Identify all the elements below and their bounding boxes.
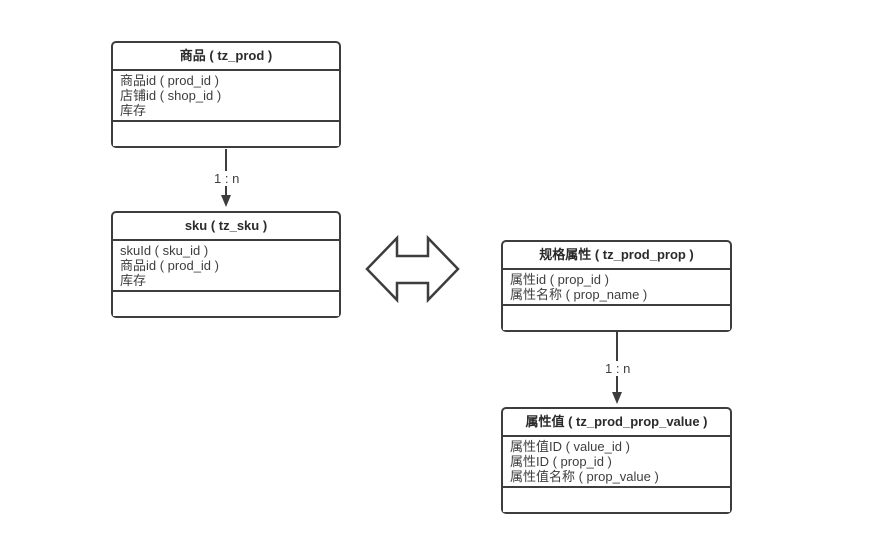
table-empty-section: [113, 122, 339, 146]
table-field: 属性值ID ( value_id ): [510, 439, 630, 454]
table-title-prop: 规格属性 ( tz_prod_prop ): [503, 242, 730, 270]
table-empty-section: [503, 488, 730, 512]
arrowhead-down-icon: [612, 392, 622, 404]
table-field: 商品id ( prod_id ): [120, 73, 219, 88]
table-title-sku: sku ( tz_sku ): [113, 213, 339, 241]
relation-label-prod-sku: 1 : n: [211, 171, 243, 186]
entity-table-prop: 规格属性 ( tz_prod_prop ) 属性id ( prop_id ) 属…: [501, 240, 732, 332]
table-fields-prop: 属性id ( prop_id ) 属性名称 ( prop_name ): [503, 270, 730, 306]
table-field: 属性名称 ( prop_name ): [510, 287, 648, 302]
table-fields-prod: 商品id ( prod_id ) 店铺id ( shop_id ) 库存: [113, 71, 339, 122]
double-arrow-icon: [365, 234, 460, 304]
entity-table-prop-value: 属性值 ( tz_prod_prop_value ) 属性值ID ( value…: [501, 407, 732, 514]
table-field: 店铺id ( shop_id ): [120, 88, 222, 103]
table-empty-section: [503, 306, 730, 330]
table-field: 属性id ( prop_id ): [510, 272, 609, 287]
arrowhead-down-icon: [221, 195, 231, 207]
table-field: skuId ( sku_id ): [120, 243, 209, 258]
table-fields-prop-value: 属性值ID ( value_id ) 属性ID ( prop_id ) 属性值名…: [503, 437, 730, 488]
entity-table-sku: sku ( tz_sku ) skuId ( sku_id ) 商品id ( p…: [111, 211, 341, 318]
table-field: 库存: [120, 273, 147, 288]
table-fields-sku: skuId ( sku_id ) 商品id ( prod_id ) 库存: [113, 241, 339, 292]
table-empty-section: [113, 292, 339, 316]
table-title-prod: 商品 ( tz_prod ): [113, 43, 339, 71]
entity-table-prod: 商品 ( tz_prod ) 商品id ( prod_id ) 店铺id ( s…: [111, 41, 341, 148]
table-field: 属性值名称 ( prop_value ): [510, 469, 659, 484]
table-title-prop-value: 属性值 ( tz_prod_prop_value ): [503, 409, 730, 437]
relation-label-prop-value: 1 : n: [602, 361, 634, 376]
table-field: 商品id ( prod_id ): [120, 258, 219, 273]
table-field: 库存: [120, 103, 147, 118]
table-field: 属性ID ( prop_id ): [510, 454, 612, 469]
